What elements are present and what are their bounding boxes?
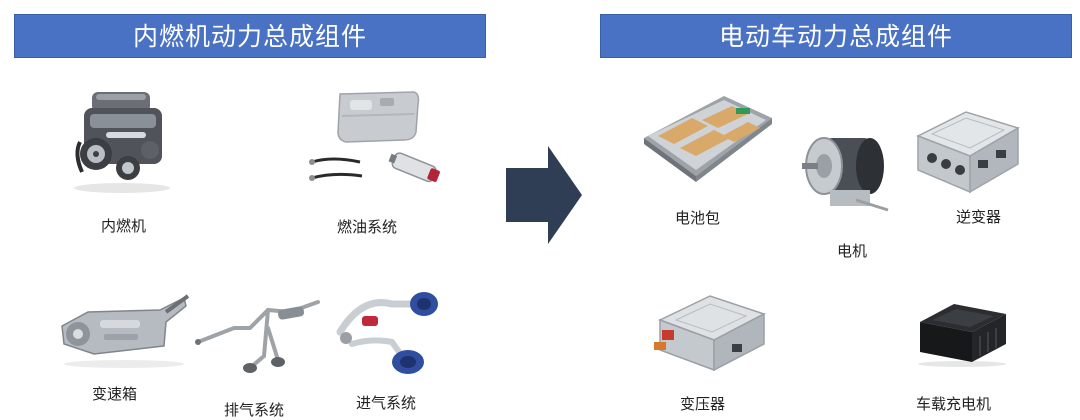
item-label-motor: 电机 — [837, 242, 868, 260]
onboard-charger-icon — [918, 304, 1006, 367]
item-label-transformer: 变压器 — [680, 395, 726, 413]
item-label-gearbox: 变速箱 — [92, 385, 138, 403]
engine-icon — [74, 92, 170, 193]
battery-pack-icon — [644, 96, 772, 182]
motor-icon — [802, 137, 889, 212]
item-label-inverter: 逆变器 — [956, 208, 1002, 226]
gearbox-icon — [61, 294, 190, 368]
right-arrow-icon — [506, 146, 582, 244]
right-panel-title: 电动车动力总成组件 — [600, 14, 1072, 58]
exhaust-icon — [195, 300, 320, 373]
item-label-engine: 内燃机 — [101, 217, 147, 235]
item-label-fuel-system: 燃油系统 — [337, 218, 398, 236]
item-label-battery-pack: 电池包 — [675, 209, 721, 227]
transformer-icon — [654, 295, 766, 372]
item-label-onboard-charger: 车载充电机 — [916, 395, 992, 413]
inverter-icon — [916, 111, 1020, 194]
item-label-exhaust: 排气系统 — [224, 401, 285, 419]
intake-icon — [336, 292, 438, 374]
left-panel-title: 内燃机动力总成组件 — [14, 14, 486, 58]
fuel-system-icon — [309, 91, 440, 183]
item-label-intake: 进气系统 — [356, 394, 417, 412]
